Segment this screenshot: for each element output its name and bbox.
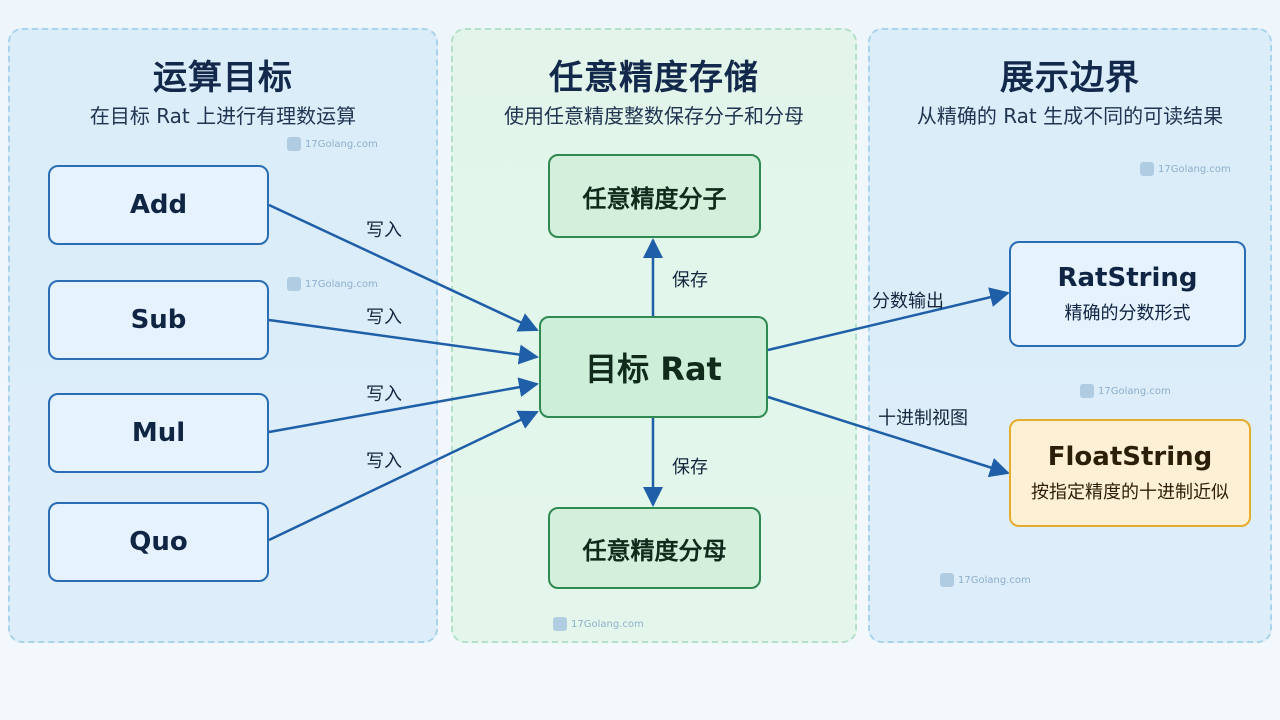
ratstring-desc: 精确的分数形式 (1064, 303, 1191, 324)
floatstring-desc: 按指定精度的十进制近似 (1031, 482, 1229, 503)
arrow-sub-to-target (268, 318, 539, 365)
edge-label-fraction-output: 分数输出 (872, 291, 944, 312)
ratstring-title: RatString (1057, 263, 1198, 293)
op-label: Add (129, 190, 188, 220)
floatstring-title: FloatString (1047, 442, 1213, 472)
arrow-add-to-target (268, 203, 539, 332)
edge-label-save: 保存 (672, 270, 708, 291)
op-label: Sub (130, 305, 187, 335)
floatstring-box: FloatString 按指定精度的十进制近似 (1009, 419, 1251, 527)
panel-subtitle: 使用任意精度整数保存分子和分母 (504, 104, 804, 128)
watermark: 17Golang.com (287, 277, 378, 291)
watermark: 17Golang.com (553, 617, 644, 631)
watermark-text: 17Golang.com (305, 278, 378, 290)
watermark-logo-icon (553, 617, 567, 631)
arrow-mul-to-target (268, 377, 539, 434)
watermark-logo-icon (287, 277, 301, 291)
watermark-logo-icon (287, 137, 301, 151)
watermark-text: 17Golang.com (305, 138, 378, 150)
target-rat-box: 目标 Rat (539, 316, 768, 418)
op-box-mul: Mul (48, 393, 269, 473)
op-box-add: Add (48, 165, 269, 245)
ratstring-box: RatString 精确的分数形式 (1009, 241, 1246, 347)
arrow-quo-to-target (268, 410, 539, 542)
edge-label-write: 写入 (366, 384, 402, 405)
edge-label-save: 保存 (672, 457, 708, 478)
watermark: 17Golang.com (287, 137, 378, 151)
watermark: 17Golang.com (1140, 162, 1231, 176)
op-box-sub: Sub (48, 280, 269, 360)
panel-subtitle: 从精确的 Rat 生成不同的可读结果 (916, 104, 1224, 128)
arrow-target-to-floatstring (767, 395, 1010, 478)
numerator-box: 任意精度分子 (548, 154, 761, 238)
watermark-text: 17Golang.com (571, 618, 644, 630)
numerator-label: 任意精度分子 (582, 184, 727, 213)
panel-title: 展示边界 (1000, 58, 1140, 98)
edge-label-decimal-view: 十进制视图 (878, 408, 968, 429)
watermark-logo-icon (1080, 384, 1094, 398)
edge-label-write: 写入 (366, 220, 402, 241)
watermark-text: 17Golang.com (958, 574, 1031, 586)
watermark: 17Golang.com (940, 573, 1031, 587)
watermark-text: 17Golang.com (1158, 163, 1231, 175)
op-label: Mul (131, 418, 186, 448)
watermark-logo-icon (1140, 162, 1154, 176)
panel-title: 运算目标 (153, 58, 293, 98)
watermark-text: 17Golang.com (1098, 385, 1171, 397)
watermark-logo-icon (940, 573, 954, 587)
panel-title: 任意精度存储 (549, 58, 759, 98)
op-box-quo: Quo (48, 502, 269, 582)
panel-subtitle: 在目标 Rat 上进行有理数运算 (89, 104, 357, 128)
edge-label-write: 写入 (366, 451, 402, 472)
arrow-target-to-ratstring (767, 287, 1010, 352)
target-rat-label: 目标 Rat (585, 350, 722, 388)
edge-label-write: 写入 (366, 307, 402, 328)
denominator-label: 任意精度分母 (582, 536, 727, 565)
denominator-box: 任意精度分母 (548, 507, 761, 589)
op-label: Quo (129, 527, 188, 557)
watermark: 17Golang.com (1080, 384, 1171, 398)
